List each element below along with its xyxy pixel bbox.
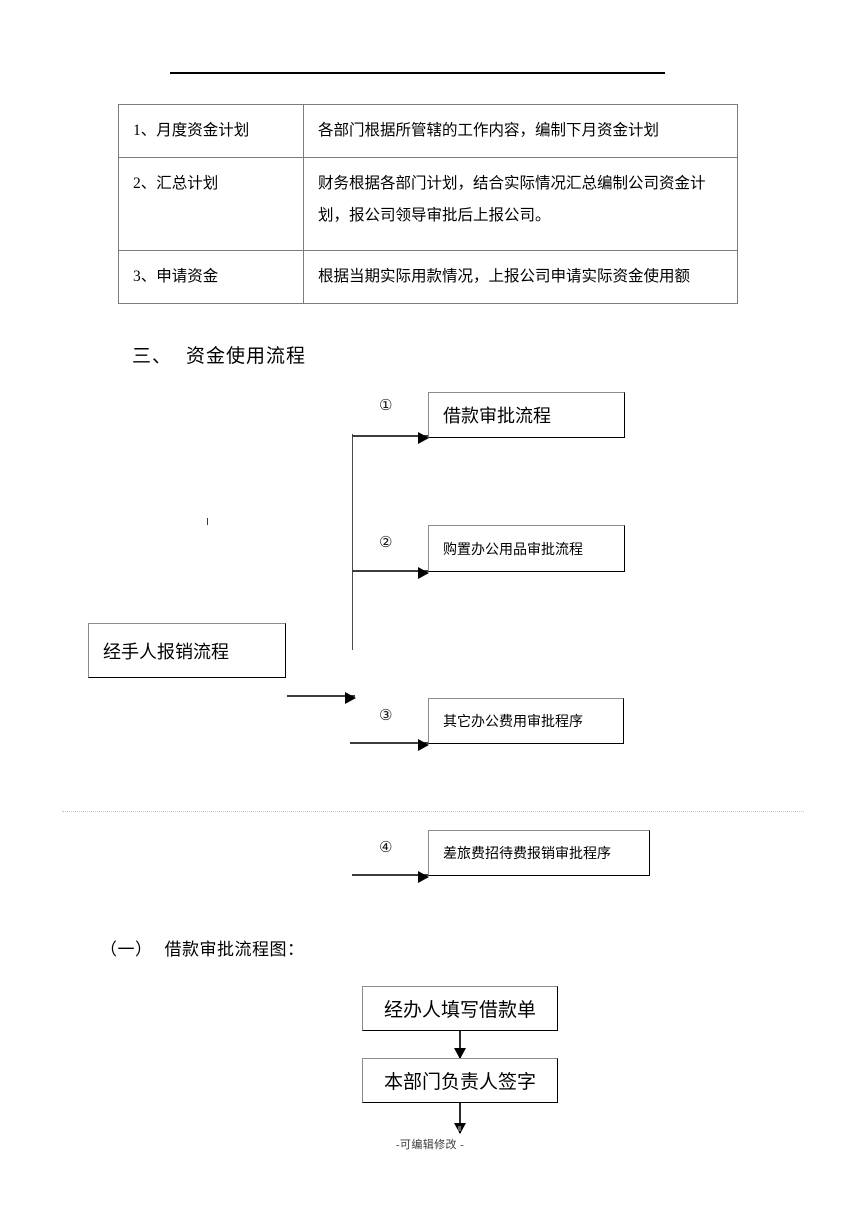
table-cell-description: 财务根据各部门计划，结合实际情况汇总编制公司资金计 划，报公司领导审批后上报公司… — [303, 156, 738, 251]
table-cell-label: 1、月度资金计划 — [118, 104, 304, 158]
table-cell-label: 2、汇总计划 — [118, 156, 304, 251]
flow-box-branch-3: 其它办公费用审批程序 — [428, 698, 624, 744]
table-row: 1、月度资金计划 各部门根据所管辖的工作内容，编制下月资金计划 — [118, 104, 738, 158]
fund-plan-table: 1、月度资金计划 各部门根据所管辖的工作内容，编制下月资金计划 2、汇总计划 财… — [118, 104, 738, 304]
flow-box-branch-2-label: 购置办公用品审批流程 — [443, 542, 583, 558]
flow-arrow-step-1-to-2 — [454, 1031, 466, 1059]
section-title: 资金使用流程 — [186, 346, 307, 367]
flow-arrow-branch-4 — [352, 871, 429, 883]
flow-box-source: 经手人报销流程 — [88, 623, 286, 678]
flow-connector-trunk — [352, 434, 353, 650]
stray-mark — [207, 518, 208, 525]
flow-box-step-1: 经办人填写借款单 — [362, 986, 558, 1031]
flow-box-branch-4: 差旅费招待费报销审批程序 — [428, 830, 650, 876]
table-cell-description: 各部门根据所管辖的工作内容，编制下月资金计划 — [303, 104, 738, 158]
top-divider-rule — [170, 72, 665, 74]
flow-box-step-1-label: 经办人填写借款单 — [383, 1000, 536, 1021]
flow-box-branch-1: 借款审批流程 — [428, 392, 625, 438]
table-cell-label: 3、申请资金 — [118, 249, 304, 304]
branch-marker-3: ③ — [379, 706, 393, 724]
flow-arrow-branch-1 — [352, 432, 429, 444]
flow-box-step-2: 本部门负责人签字 — [362, 1058, 558, 1103]
subsection-title: 借款审批流程图： — [164, 940, 305, 959]
flow-box-branch-1-label: 借款审批流程 — [443, 406, 551, 426]
flow-box-step-2-label: 本部门负责人签字 — [383, 1072, 536, 1093]
subsection-heading-one: （一） 借款审批流程图： — [100, 935, 305, 960]
branch-marker-1: ① — [379, 396, 393, 414]
table-row: 3、申请资金 根据当期实际用款情况，上报公司申请实际资金使用额 — [118, 249, 738, 304]
branch-marker-2: ② — [379, 533, 393, 551]
subsection-number: （一） — [100, 940, 153, 959]
flow-box-branch-3-label: 其它办公费用审批程序 — [443, 715, 583, 730]
branch-marker-4: ④ — [379, 838, 393, 856]
page-break-indicator — [62, 811, 804, 812]
section-heading-three: 三、资金使用流程 — [132, 341, 306, 368]
table-row: 2、汇总计划 财务根据各部门计划，结合实际情况汇总编制公司资金计 划，报公司领导… — [118, 156, 738, 251]
table-cell-description: 根据当期实际用款情况，上报公司申请实际资金使用额 — [303, 249, 738, 304]
flow-box-source-label: 经手人报销流程 — [103, 641, 229, 662]
footer-note: -可编辑修改 - — [395, 1139, 465, 1151]
flow-arrow-branch-3 — [350, 739, 429, 751]
section-number: 三、 — [132, 346, 173, 367]
flow-box-branch-2: 购置办公用品审批流程 — [428, 525, 625, 572]
footer-artifact-dot — [458, 1126, 461, 1131]
flow-box-branch-4-label: 差旅费招待费报销审批程序 — [443, 847, 611, 862]
flow-arrow-source-out — [287, 692, 356, 704]
flow-arrow-branch-2 — [352, 567, 429, 579]
